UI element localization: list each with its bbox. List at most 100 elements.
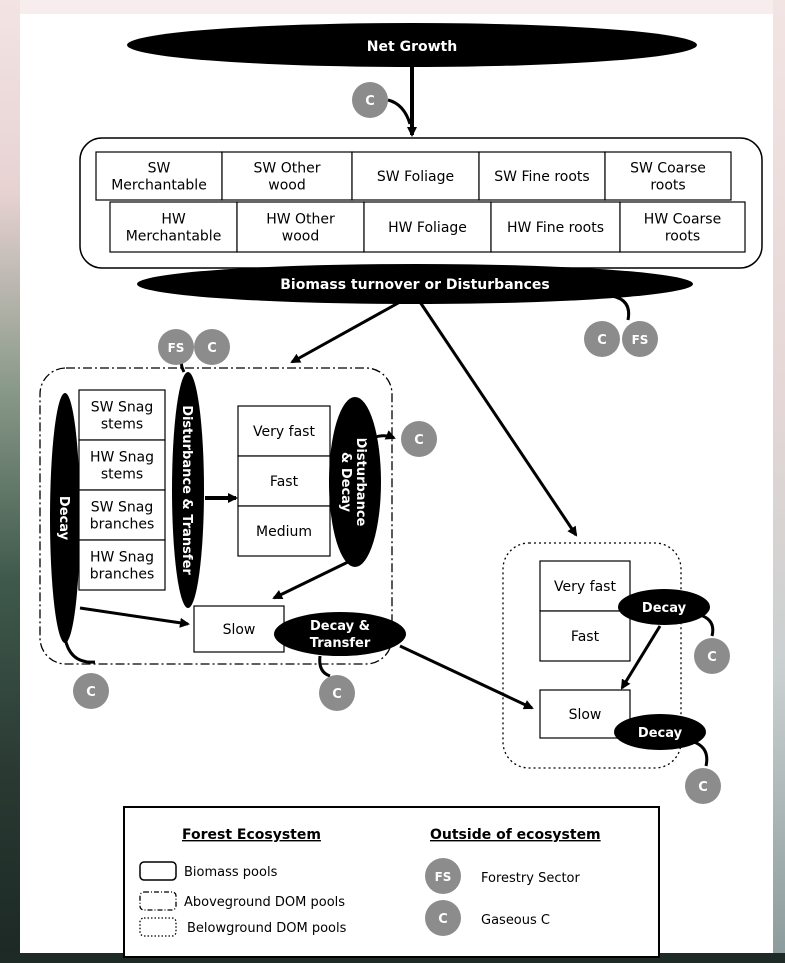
turnover-node: Biomass turnover or Disturbances xyxy=(137,264,693,304)
pool-above-medium-label: Medium xyxy=(256,524,312,540)
disturbance-decay-ellipse: Disturbance & Decay xyxy=(329,397,381,567)
slow-pool-above xyxy=(193,605,285,653)
forest-background-left xyxy=(0,0,20,963)
decay-transfer-ellipse: Decay & Transfer xyxy=(274,612,406,656)
pool-above-very-fast-label: Very fast xyxy=(253,424,315,440)
decay-ellipse-left: Decay xyxy=(50,393,80,643)
aboveground-dom-container xyxy=(39,367,393,665)
turnover-to-below-arrow xyxy=(418,301,578,537)
pool-sw-coarse-roots-label: SW Coarse xyxy=(630,161,706,177)
gaseous-c-badge: C xyxy=(319,675,355,711)
disturbance-decay-line1: Disturbance xyxy=(353,438,368,527)
pool-below-very-fast: Very fast xyxy=(539,560,631,612)
pool-below-fast: Fast xyxy=(539,610,631,662)
pool-hw-other-wood-label: HW Other xyxy=(266,212,335,228)
svg-text:C: C xyxy=(207,341,217,356)
pool-hw-fine-roots: HW Fine roots xyxy=(490,201,621,253)
svg-text:Decay &: Decay & xyxy=(310,619,370,634)
pool-hw-merchantable-label: HW xyxy=(161,212,186,228)
legend-below-swatch xyxy=(139,917,177,937)
svg-text:Slow: Slow xyxy=(223,622,256,638)
legend-below-label: Belowground DOM pools xyxy=(187,921,347,936)
decay-transfer-to-below-slow-arrow xyxy=(399,644,534,710)
forestry-sector-badge: FS xyxy=(622,321,658,357)
disturbance-transfer-ellipse: Disturbance & Transfer xyxy=(172,372,204,608)
gaseous-c-badge: C xyxy=(584,321,620,357)
pool-sw-merchantable-label: Merchantable xyxy=(111,178,207,194)
gaseous-c-badge: C xyxy=(401,421,437,457)
svg-text:FS: FS xyxy=(168,341,185,355)
pool-sw-coarse-roots-label: roots xyxy=(650,178,685,194)
svg-text:Decay: Decay xyxy=(56,496,71,541)
pool-sw-snag-stems-label: stems xyxy=(101,417,143,433)
gaseous-c-badge: C xyxy=(352,82,388,118)
dist-decay-to-slow-arrow xyxy=(272,560,349,600)
svg-text:FS: FS xyxy=(632,333,649,347)
svg-text:C: C xyxy=(707,650,717,665)
background-right xyxy=(773,0,785,963)
legend-box xyxy=(123,806,660,958)
legend-c-icon: C xyxy=(425,900,461,936)
svg-text:Decay: Decay xyxy=(642,601,687,616)
fast-decay-to-slow-arrow xyxy=(620,625,662,690)
turnover-label: Biomass turnover or Disturbances xyxy=(280,277,550,293)
svg-text:C: C xyxy=(332,687,342,702)
disturbance-decay-line2: & Decay xyxy=(338,452,353,513)
svg-text:C: C xyxy=(365,94,375,109)
decay-transfer-to-c-curve xyxy=(318,655,331,678)
pool-hw-coarse-roots-label: roots xyxy=(665,229,700,245)
pool-above-fast-label: Fast xyxy=(270,474,299,490)
net-growth-node: Net Growth xyxy=(127,23,697,67)
decay-to-slow-arrow xyxy=(79,606,190,628)
decay-ellipse-below-fast: Decay xyxy=(618,589,710,625)
pool-sw-fine-roots: SW Fine roots xyxy=(478,151,606,201)
svg-text:Decay: Decay xyxy=(638,726,683,741)
legend-outside-title: Outside of ecosystem xyxy=(430,827,601,843)
pool-hw-snag-branches-label: HW Snag xyxy=(90,550,154,566)
legend: Forest Ecosystem Outside of ecosystem Bi… xyxy=(123,806,660,958)
svg-text:C: C xyxy=(597,333,607,348)
c-input-curve xyxy=(387,98,412,125)
pool-above-medium: Medium xyxy=(237,505,331,557)
pool-sw-other-wood-label: SW Other xyxy=(254,161,321,177)
pool-below-fast-label: Fast xyxy=(571,629,600,645)
pool-hw-foliage-label: HW Foliage xyxy=(388,220,467,236)
legend-above-swatch xyxy=(139,891,177,911)
gaseous-c-badge: C xyxy=(194,329,230,365)
turnover-to-fs-curve xyxy=(611,294,631,321)
legend-gaseous-label: Gaseous C xyxy=(481,913,550,928)
pool-hw-merchantable-label: Merchantable xyxy=(126,229,222,245)
pool-hw-other-wood-label: wood xyxy=(282,229,319,245)
pool-sw-other-wood-label: wood xyxy=(268,178,305,194)
net-growth-label: Net Growth xyxy=(367,39,457,55)
pool-below-very-fast-label: Very fast xyxy=(554,579,616,595)
top-strip xyxy=(0,0,785,14)
pool-hw-fine-roots-label: HW Fine roots xyxy=(507,220,604,236)
pool-sw-foliage-label: SW Foliage xyxy=(377,169,454,185)
below-slow-decay-to-c-curve xyxy=(693,740,709,767)
pool-sw-fine-roots-label: SW Fine roots xyxy=(494,169,589,185)
svg-text:C: C xyxy=(86,685,96,700)
legend-biomass-swatch xyxy=(139,861,177,881)
pool-hw-foliage: HW Foliage xyxy=(363,201,492,253)
pool-hw-snag-branches-label: branches xyxy=(90,567,155,583)
turnover-to-above-arrow xyxy=(290,300,401,364)
pool-sw-merchantable-label: SW xyxy=(148,161,171,177)
legend-fs-label: Forestry Sector xyxy=(481,871,581,886)
svg-text:C: C xyxy=(414,433,424,448)
pool-above-very-fast: Very fast xyxy=(237,405,331,457)
pool-above-fast: Fast xyxy=(237,455,331,507)
decay-ellipse-below-slow: Decay xyxy=(614,714,706,750)
